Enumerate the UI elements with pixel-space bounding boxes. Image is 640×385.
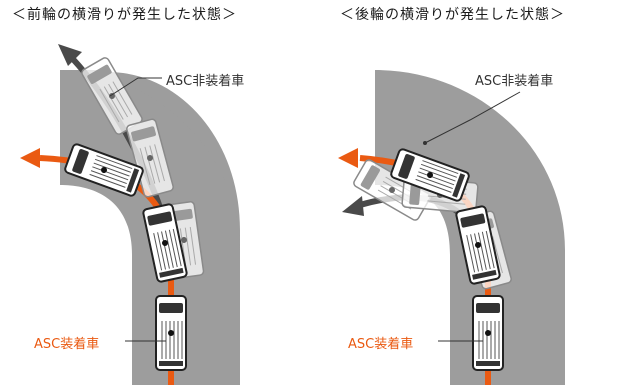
right-arrow-with-asc [338, 148, 358, 168]
right-label-with-asc: ASC装着車 [348, 337, 414, 352]
right-arrow-without-asc [342, 196, 364, 216]
left-arrow-without-asc [58, 44, 82, 66]
right-car-start [472, 295, 504, 371]
left-panel [20, 44, 240, 385]
right-panel [338, 70, 565, 385]
left-label-without-asc: ASC非装着車 [166, 74, 245, 89]
left-leader-without [109, 77, 162, 97]
left-car-start [155, 295, 187, 371]
right-leader-without [424, 91, 521, 144]
left-panel-title: ＜前輪の横滑りが発生した状態＞ [12, 7, 237, 23]
right-label-without-asc: ASC非装着車 [475, 74, 554, 89]
left-arrow-with-asc [20, 148, 40, 168]
right-panel-title: ＜後輪の横滑りが発生した状態＞ [340, 7, 565, 23]
left-label-with-asc: ASC装着車 [34, 337, 100, 352]
